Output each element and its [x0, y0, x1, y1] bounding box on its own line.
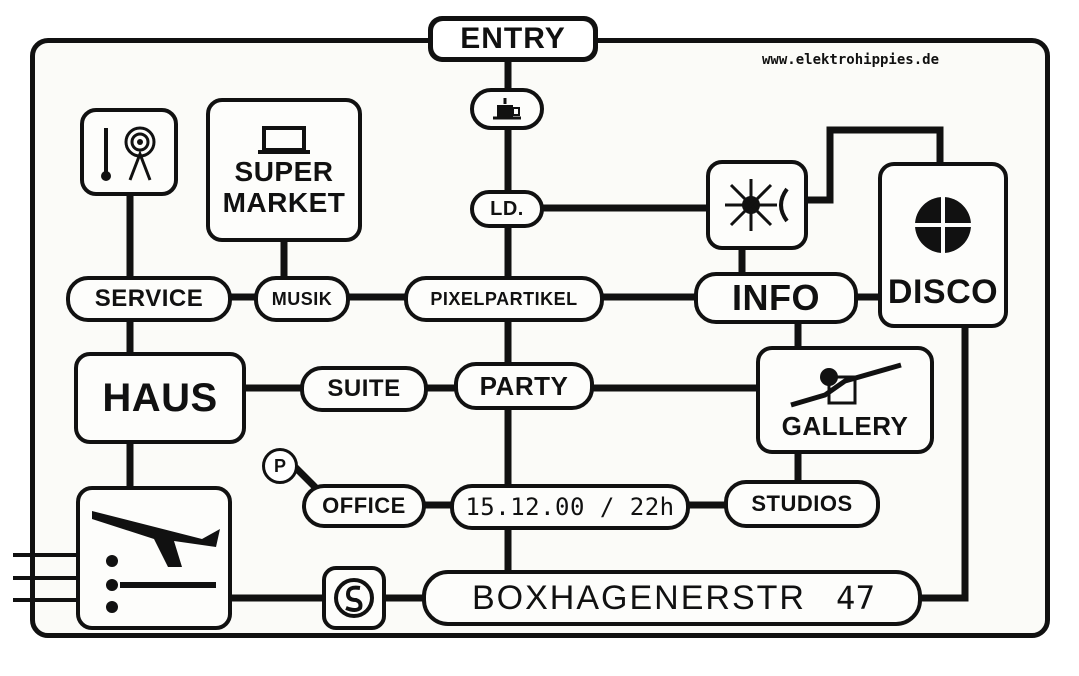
musik-label: MUSIK [271, 288, 333, 309]
info-label: INFO [732, 277, 820, 318]
service-station: SERVICE [66, 276, 232, 322]
service-label: SERVICE [94, 285, 204, 312]
party-label: PARTY [479, 370, 569, 401]
screen-icon [258, 126, 310, 154]
coffee-station [470, 88, 544, 130]
gallery-station: GALLERY [756, 346, 934, 454]
haus-label: HAUS [102, 375, 218, 420]
disco-station: DISCO [878, 162, 1008, 328]
street-station: BOXHAGENERSTR 47 [422, 570, 922, 626]
disc-icon [910, 192, 976, 258]
s-bahn-icon [334, 578, 374, 618]
street-number: 47 [835, 579, 876, 617]
graph-icon [790, 362, 902, 407]
info-station: INFO [694, 272, 858, 324]
entry-label: ENTRY [428, 16, 598, 62]
date-station: 15.12.00 / 22h [450, 484, 690, 530]
plane-icon [92, 511, 220, 613]
supermarket-line1: SUPER [234, 156, 334, 187]
tower-icon [101, 126, 156, 181]
flash-icon [725, 179, 789, 231]
coffee-icon [493, 98, 521, 120]
tower-station [80, 108, 178, 196]
studios-label: STUDIOS [751, 491, 853, 516]
s-bahn-station [322, 566, 386, 630]
parking-badge: P [262, 448, 298, 484]
suite-label: SUITE [327, 375, 401, 402]
supermarket-line2: MARKET [222, 187, 346, 218]
airport-station [76, 486, 232, 630]
website-url: www.elektrohippies.de [762, 52, 940, 68]
suite-station: SUITE [300, 366, 428, 412]
pixelpartikel-station: PIXELPARTIKEL [404, 276, 604, 322]
flash-station [706, 160, 808, 250]
date-label: 15.12.00 / 22h [465, 493, 675, 521]
haus-station: HAUS [74, 352, 246, 444]
disco-label: DISCO [887, 273, 999, 311]
musik-station: MUSIK [254, 276, 350, 322]
pixelpartikel-label: PIXELPARTIKEL [430, 288, 578, 309]
entry-text: ENTRY [433, 21, 593, 57]
supermarket-station: SUPER MARKET [206, 98, 362, 242]
gallery-label: GALLERY [781, 410, 909, 441]
party-station: PARTY [454, 362, 594, 410]
street-label: BOXHAGENERSTR [472, 578, 806, 617]
office-station: OFFICE [302, 484, 426, 528]
ld-label: LD. [490, 197, 524, 220]
ld-station: LD. [470, 190, 544, 228]
studios-station: STUDIOS [724, 480, 880, 528]
office-label: OFFICE [322, 493, 406, 518]
